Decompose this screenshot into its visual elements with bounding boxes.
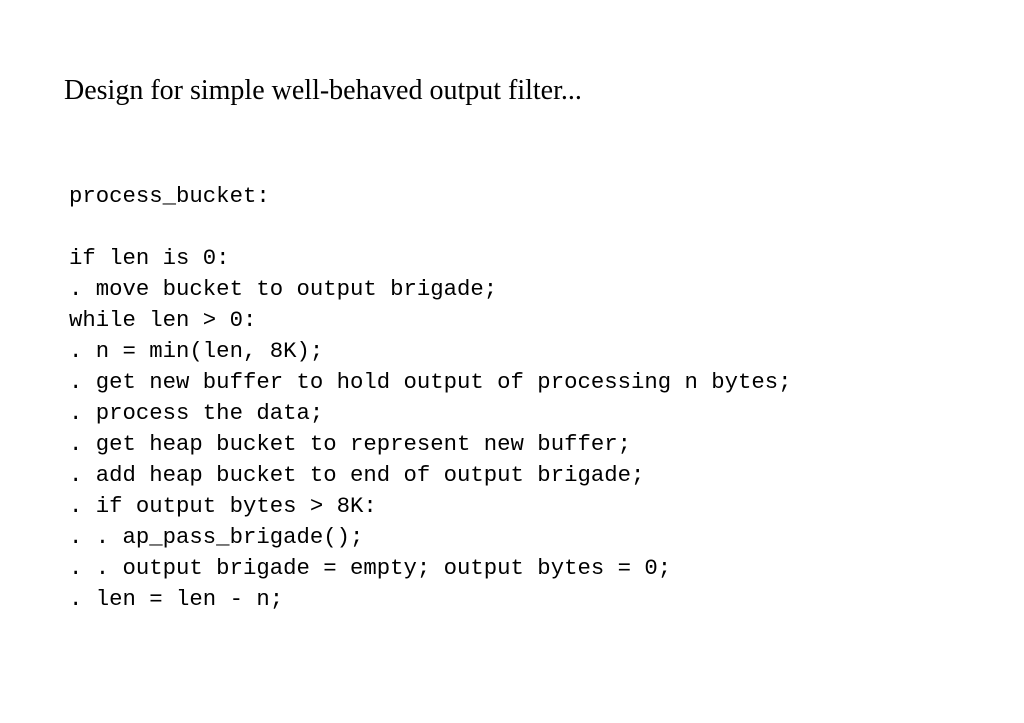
code-line: [69, 212, 792, 243]
code-line: while len > 0:: [69, 307, 257, 333]
code-line: . . output brigade = empty; output bytes…: [69, 555, 672, 581]
slide-title: Design for simple well-behaved output fi…: [64, 75, 582, 106]
code-line: if len is 0:: [69, 245, 230, 271]
code-line: process_bucket:: [69, 183, 270, 209]
code-line: . if output bytes > 8K:: [69, 493, 377, 519]
code-line: . . ap_pass_brigade();: [69, 524, 364, 550]
code-line: . n = min(len, 8K);: [69, 338, 324, 364]
code-line: . move bucket to output brigade;: [69, 276, 498, 302]
code-line: . len = len - n;: [69, 586, 284, 612]
code-line: . add heap bucket to end of output briga…: [69, 462, 645, 488]
code-line: . get heap bucket to represent new buffe…: [69, 431, 631, 457]
code-line: . get new buffer to hold output of proce…: [69, 369, 792, 395]
code-block: process_bucket:if len is 0: . move bucket…: [69, 181, 792, 615]
code-line: . process the data;: [69, 400, 324, 426]
